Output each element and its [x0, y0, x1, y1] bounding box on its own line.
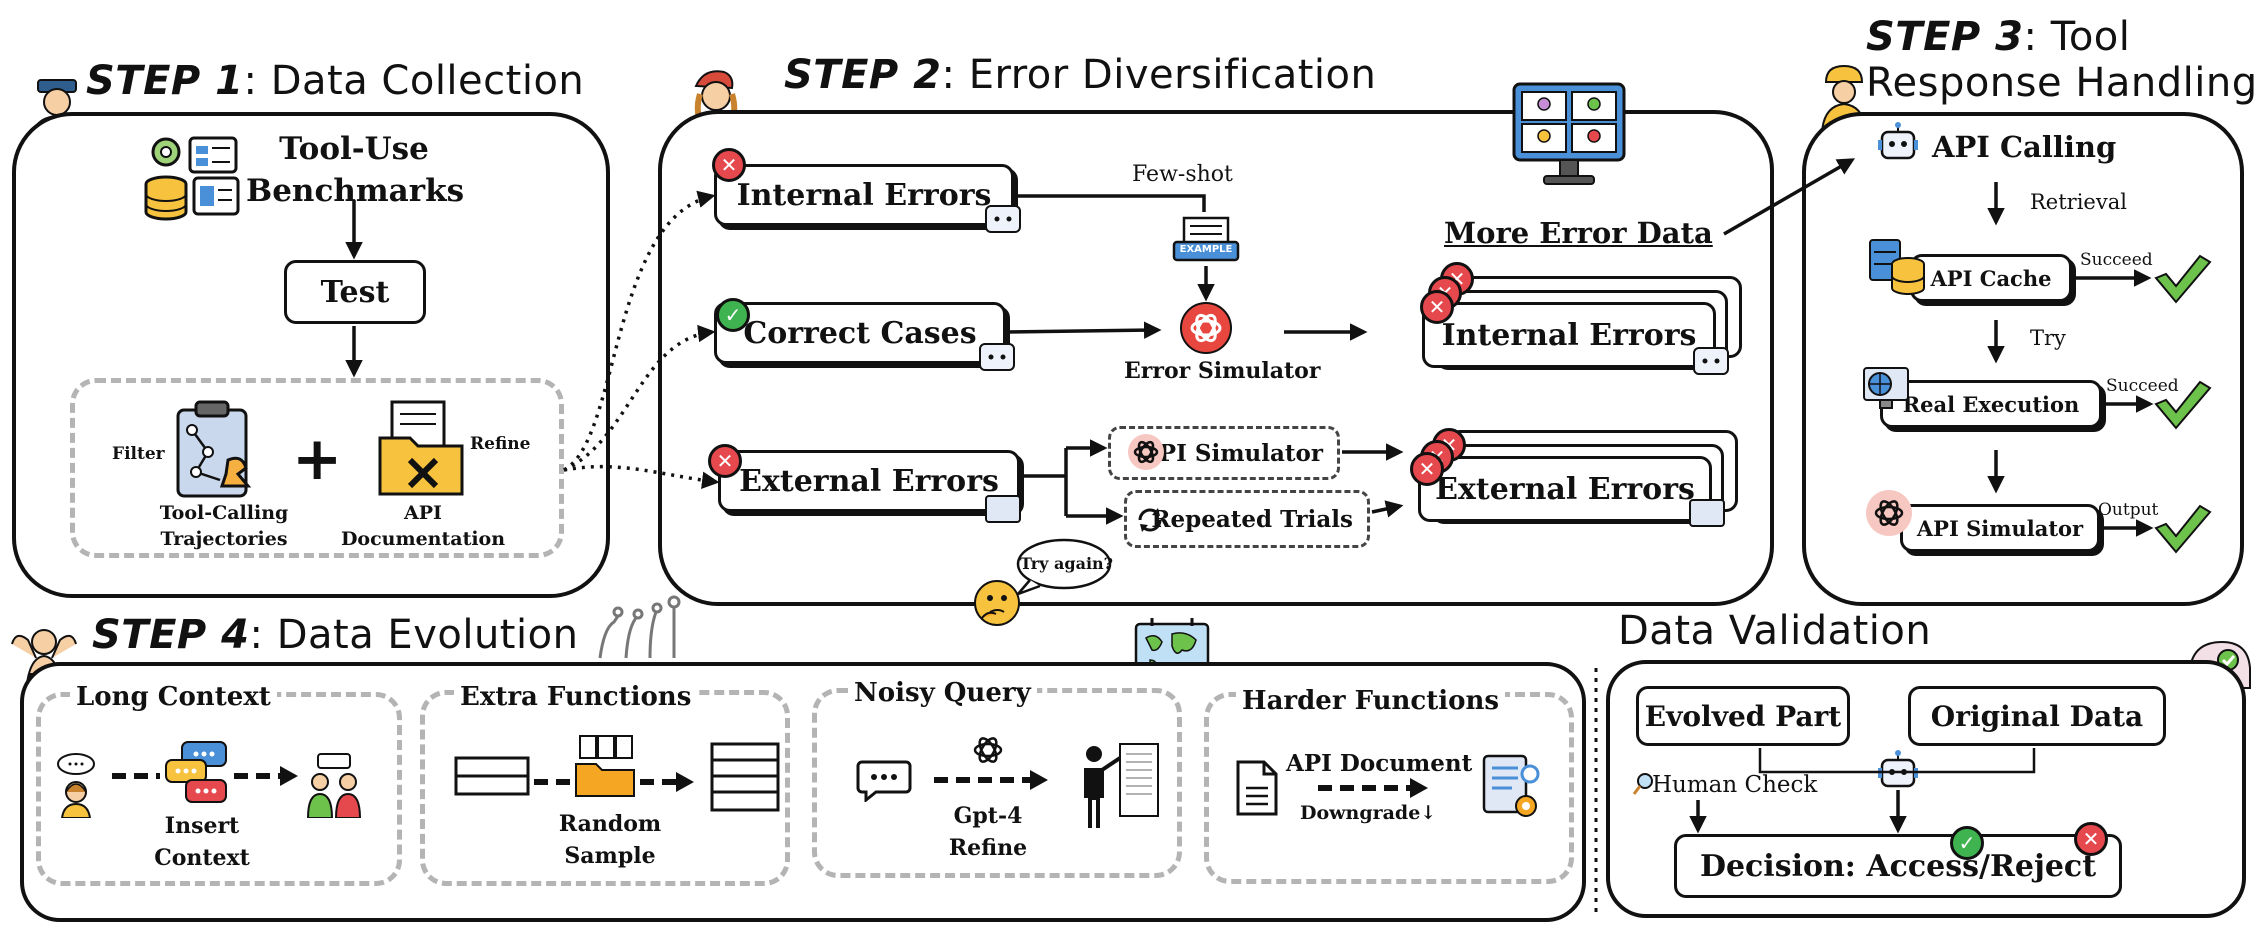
api-simulator-label: API Simulator — [1140, 439, 1323, 467]
step4-title-rest: : Data Evolution — [249, 612, 579, 658]
trajectories-label: Tool-Calling Trajectories — [159, 502, 289, 550]
api-doc-gear-icon — [1476, 752, 1546, 822]
few-shot-label: Few-shot — [1132, 162, 1233, 187]
long-context-label: Long Context — [70, 682, 277, 712]
step1-panel — [12, 112, 610, 598]
presenter-board-icon — [1070, 740, 1162, 830]
step3-title-prefix: STEP 3 — [1866, 14, 2024, 60]
two-people-talking-icon — [304, 752, 364, 819]
small-table-icon — [454, 756, 530, 796]
check-badge-icon: ✓ — [1950, 826, 1984, 860]
chat-dots-icon — [856, 758, 912, 804]
filter-label: Filter — [112, 444, 165, 464]
api-simulator-step3-node: API Simulator — [1900, 504, 2100, 552]
openai-logo-icon — [1178, 300, 1234, 356]
chat-bubbles-icon — [162, 738, 232, 808]
error-simulator-label: Error Simulator — [1124, 358, 1321, 384]
database-settings-icon — [140, 132, 244, 224]
gpt4-refine-label: Gpt-4 Refine — [948, 803, 1028, 861]
video-call-monitor-icon — [1510, 80, 1628, 190]
error-badge-icon: ✕ — [712, 148, 746, 182]
document-icon — [1234, 758, 1280, 818]
succeed-label-2: Succeed — [2106, 376, 2179, 396]
step1-title-rest: : Data Collection — [243, 58, 585, 104]
step4-title-prefix: STEP 4 — [92, 612, 250, 658]
test-node: Test — [284, 260, 426, 324]
more-error-data-label: More Error Data — [1444, 216, 1713, 250]
api-document-label: API Document — [1286, 750, 1473, 777]
large-table-icon — [710, 742, 780, 812]
step1-dashed-group — [70, 378, 564, 558]
openai-logo-icon — [1126, 432, 1166, 472]
insert-context-label: Insert Context — [154, 813, 250, 871]
repeated-trials-node: Repeated Trials — [1124, 490, 1370, 548]
benchmarks-label: Tool-Use Benchmarks — [246, 131, 465, 209]
human-check-label: Human Check — [1652, 772, 1818, 798]
external-errors-node: External Errors — [718, 450, 1020, 512]
step2-title-rest: : Error Diversification — [941, 52, 1377, 98]
downgrade-label: Downgrade↓ — [1300, 802, 1437, 824]
step3-title-rest: : Tool — [2023, 14, 2131, 60]
server-database-icon — [1868, 238, 1928, 298]
retrieval-label: Retrieval — [2030, 190, 2127, 214]
extra-functions-label: Extra Functions — [454, 682, 698, 712]
thinking-emoji-icon — [972, 578, 1022, 628]
magnifier-icon — [1632, 772, 1654, 796]
example-label: EXAMPLE — [1179, 244, 1233, 255]
error-badge-icon: ✕ — [1410, 452, 1444, 486]
repeated-trials-label: Repeated Trials — [1151, 505, 1353, 533]
step1-title: STEP 1: Data Collection — [86, 58, 584, 104]
succeed-label-1: Succeed — [2080, 250, 2153, 270]
evolved-part-node: Evolved Part — [1636, 686, 1850, 746]
refine-label: Refine — [470, 434, 531, 454]
decision-node: Decision: Access/Reject — [1674, 834, 2122, 898]
step1-title-prefix: STEP 1 — [86, 58, 244, 104]
original-data-node: Original Data — [1908, 686, 2166, 746]
harder-functions-label: Harder Functions — [1236, 686, 1505, 716]
step3-title: STEP 3: Tool Response Handling — [1866, 14, 2258, 106]
error-badge-icon: ✕ — [708, 444, 742, 478]
plus-sign: + — [292, 424, 343, 494]
try-again-label: Try again? — [1020, 554, 1114, 573]
step2-title: STEP 2: Error Diversification — [784, 52, 1376, 98]
trajectory-clipboard-icon — [172, 400, 264, 500]
speech-bubble-icon — [1012, 536, 1112, 597]
child-speaking-icon — [54, 752, 98, 819]
internal-errors-output-node: Internal Errors — [1422, 302, 1716, 368]
robot-icon — [1876, 122, 1920, 164]
folder-documents-icon — [570, 734, 640, 798]
step2-title-prefix: STEP 2 — [784, 52, 942, 98]
check-badge-icon: ✓ — [716, 298, 750, 332]
api-calling-label: API Calling — [1932, 130, 2117, 164]
openai-logo-icon — [968, 730, 1008, 770]
output-label: Output — [2098, 500, 2159, 520]
try-label: Try — [2030, 326, 2066, 350]
monitor-globe-icon — [1860, 364, 1912, 414]
external-errors-output-node: External Errors — [1418, 456, 1712, 522]
step4-title: STEP 4: Data Evolution — [92, 612, 578, 658]
api-cache-node: API Cache — [1910, 254, 2072, 302]
api-folder-tools-icon — [376, 400, 468, 498]
random-sample-label: Random Sample — [558, 811, 662, 869]
correct-cases-node: Correct Cases — [714, 302, 1006, 364]
error-badge-icon: ✕ — [2074, 822, 2108, 856]
refresh-icon — [1134, 504, 1166, 536]
real-execution-node: Real Execution — [1880, 380, 2102, 428]
api-documentation-label: API Documentation — [340, 502, 506, 550]
openai-logo-icon — [1864, 488, 1914, 538]
error-badge-icon: ✕ — [1420, 290, 1454, 324]
example-document-icon — [1170, 216, 1242, 266]
evolution-silhouette-icon — [590, 588, 690, 660]
robot-icon — [1876, 750, 1920, 790]
noisy-query-label: Noisy Query — [848, 678, 1037, 708]
validation-title: Data Validation — [1618, 608, 1932, 654]
step3-title-line2: Response Handling — [1866, 60, 2258, 106]
internal-errors-node: Internal Errors — [714, 164, 1014, 226]
